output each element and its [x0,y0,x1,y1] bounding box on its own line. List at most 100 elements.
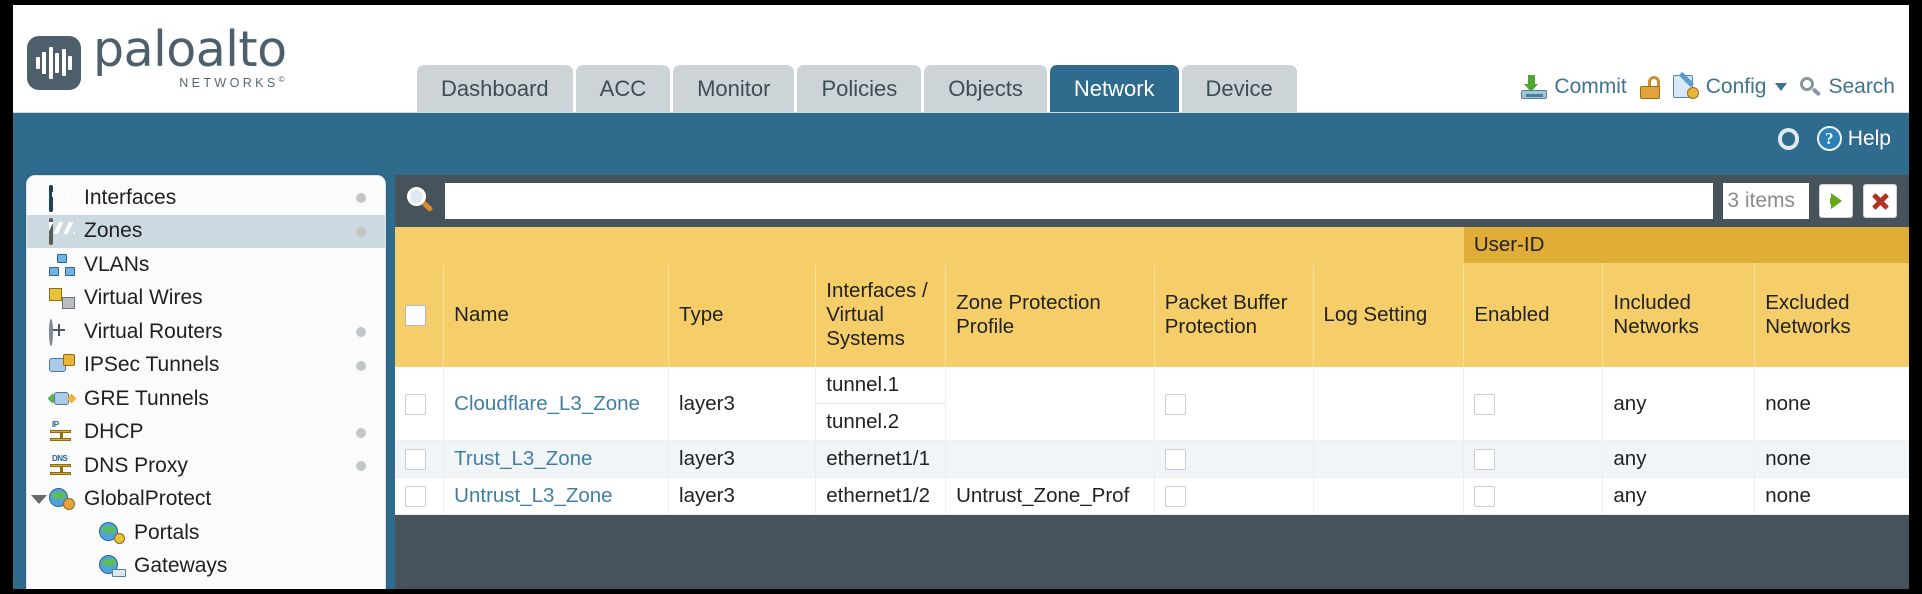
zone-name-link[interactable]: Cloudflare_L3_Zone [454,391,640,415]
column-header-packet-buffer-protection[interactable]: Packet Buffer Protection [1153,263,1314,367]
sidebar-item-label: Virtual Routers [84,319,223,343]
tab-monitor[interactable]: Monitor [673,65,795,112]
search-label: Search [1828,75,1895,98]
sidebar-item-indicator-dot [356,226,366,237]
row-select-cell [395,440,444,478]
cell-log-setting [1312,477,1464,515]
column-header-type[interactable]: Type [668,263,816,367]
column-header-excluded-networks[interactable]: Excluded Networks [1754,263,1909,367]
row-select-cell [395,477,444,515]
userid-enabled-checkbox[interactable] [1474,393,1496,415]
packet-buffer-protection-checkbox[interactable] [1164,449,1186,471]
sidebar-item-gre-tunnels[interactable]: GRE Tunnels [27,382,385,416]
packet-buffer-protection-checkbox[interactable] [1164,393,1186,415]
apply-filter-button[interactable] [1819,184,1853,218]
column-header-log-setting[interactable]: Log Setting [1312,263,1464,367]
config-wrench-icon [1672,71,1699,99]
sidebar-item-virtual-wires[interactable]: Virtual Wires [27,282,385,316]
commit-button[interactable]: Commit [1521,75,1627,99]
sidebar-item-indicator-dot [356,461,366,471]
help-button[interactable]: ? Help [1816,126,1891,151]
cell-type: layer3 [668,477,816,515]
column-header-name[interactable]: Name [443,263,669,367]
row-select-checkbox[interactable] [405,486,426,508]
sidebar-item-gateways[interactable]: Gateways [27,550,385,584]
userid-enabled-checkbox[interactable] [1474,486,1496,508]
globalprotect-icon [49,488,75,511]
sidebar-item-indicator-dot [356,193,366,203]
brand-name: paloalto [93,21,287,78]
tab-device[interactable]: Device [1181,65,1297,112]
column-header-enabled[interactable]: Enabled [1463,263,1603,367]
cell-packet-buffer-protection [1153,440,1314,478]
sidebar-item-virtual-routers[interactable]: Virtual Routers [27,315,385,349]
zone-name-link[interactable]: Untrust_L3_Zone [454,484,613,507]
cell-name: Untrust_L3_Zone [443,477,669,515]
cell-log-setting [1312,440,1464,478]
interface-value: ethernet1/1 [826,447,930,470]
sidebar-item-ipsec-tunnels[interactable]: IPSec Tunnels [27,349,385,383]
sidebar-item-interfaces[interactable]: Interfaces [27,181,385,215]
config-label: Config [1705,75,1767,98]
tab-network[interactable]: Network [1049,65,1179,112]
cell-zone-protection-profile [945,440,1155,478]
gateways-icon [99,555,126,578]
sidebar-item-globalprotect[interactable]: GlobalProtect [27,483,385,517]
zone-name-link[interactable]: Trust_L3_Zone [454,447,593,470]
apply-filter-arrow-icon [1829,193,1842,209]
interfaces-icon [49,184,75,212]
refresh-icon[interactable] [1776,127,1801,150]
column-header-zone-protection-profile[interactable]: Zone Protection Profile [945,263,1155,367]
search-button[interactable]: Search [1800,75,1895,99]
config-lock-button[interactable] [1639,75,1660,99]
items-count-label: 3 items [1723,183,1809,219]
expander-triangle-icon[interactable] [31,494,47,504]
tab-acc[interactable]: ACC [575,65,671,112]
sidebar-item-label: Interfaces [84,185,177,209]
row-select-checkbox[interactable] [405,393,426,415]
sidebar-item-indicator-dot [356,427,366,438]
row-select-checkbox[interactable] [405,449,426,471]
interface-value: ethernet1/2 [826,484,930,507]
column-header-included-networks[interactable]: Included Networks [1602,263,1755,367]
help-question-icon: ? [1816,126,1842,151]
search-input[interactable] [445,183,1714,219]
column-header-interfaces-virtual-systems[interactable]: Interfaces / Virtual Systems [815,263,946,367]
group-header-row: User-ID [395,227,1909,263]
main-panel: 3 items [395,175,1909,589]
clear-filter-x-icon [1870,191,1890,211]
filter-magnifier-icon[interactable] [405,186,435,216]
cell-packet-buffer-protection [1153,477,1314,515]
userid-enabled-checkbox[interactable] [1474,449,1496,471]
portals-icon [99,521,125,544]
utility-band: ? Help [13,113,1909,175]
cell-name: Trust_L3_Zone [443,440,669,478]
select-all-checkbox[interactable] [405,305,426,327]
cell-interfaces: ethernet1/2 [815,477,946,515]
tab-policies[interactable]: Policies [797,65,922,112]
cell-excluded-networks: none [1754,477,1909,515]
sidebar-item-label: DHCP [84,420,144,444]
brand-sub: NETWORKS© [179,75,285,91]
packet-buffer-protection-checkbox[interactable] [1164,486,1186,508]
tab-dashboard[interactable]: Dashboard [417,65,573,112]
sidebar-item-label: IPSec Tunnels [84,353,220,377]
tab-objects[interactable]: Objects [924,65,1047,112]
sidebar-item-portals[interactable]: Portals [27,516,385,550]
paloalto-logo-mark-icon [27,35,81,90]
config-menu-button[interactable]: Config [1672,71,1788,99]
clear-filter-button[interactable] [1863,184,1897,218]
select-all-header-cell [395,263,444,367]
sidebar-item-vlans[interactable]: VLANs [27,248,385,282]
sidebar-item-zones[interactable]: Zones [27,214,385,248]
